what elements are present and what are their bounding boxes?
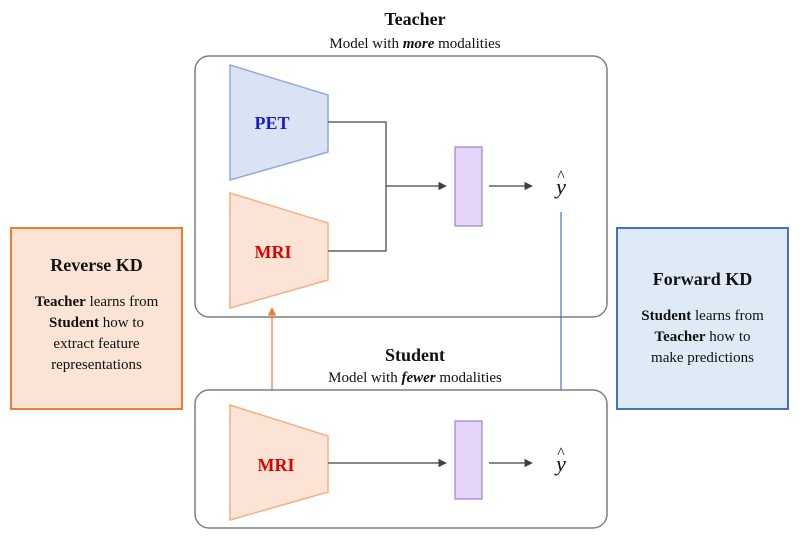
student-prediction: y (554, 451, 566, 476)
reverse-kd-box: Reverse KD Teacher learns from Student h… (10, 227, 183, 410)
forward-kd-line-1: Student learns from (641, 308, 764, 324)
student-prediction-hat: ^ (557, 445, 565, 462)
teacher-title: Teacher (384, 9, 445, 29)
student-subtitle: Model with fewer modalities (328, 370, 502, 386)
reverse-kd-line-2: Student how to (48, 315, 145, 331)
student-mri-encoder-label: MRI (258, 455, 295, 475)
forward-kd-line-2: Teacher how to (654, 329, 751, 345)
student-title: Student (385, 345, 445, 365)
reverse-kd-title: Reverse KD (50, 255, 143, 275)
forward-kd-line-3: make predictions (651, 350, 754, 366)
forward-kd-box: Forward KD Student learns from Teacher h… (616, 227, 789, 410)
teacher-prediction: y (554, 174, 566, 199)
teacher-subtitle: Model with more modalities (329, 36, 500, 52)
reverse-kd-line-3: extract feature (53, 336, 140, 352)
reverse-kd-line-1: Teacher learns from (34, 294, 159, 310)
forward-kd-title: Forward KD (652, 269, 753, 289)
teacher-prediction-hat: ^ (557, 168, 565, 185)
pet-encoder-label: PET (254, 113, 289, 133)
student-mri-encoder (229, 403, 329, 521)
pet-encoder (229, 63, 329, 181)
teacher-fusion-block (454, 146, 483, 227)
reverse-kd-line-4: representations (51, 357, 142, 373)
teacher-mri-encoder (229, 191, 329, 309)
student-fusion-block (454, 420, 483, 500)
teacher-mri-encoder-label: MRI (255, 242, 292, 262)
